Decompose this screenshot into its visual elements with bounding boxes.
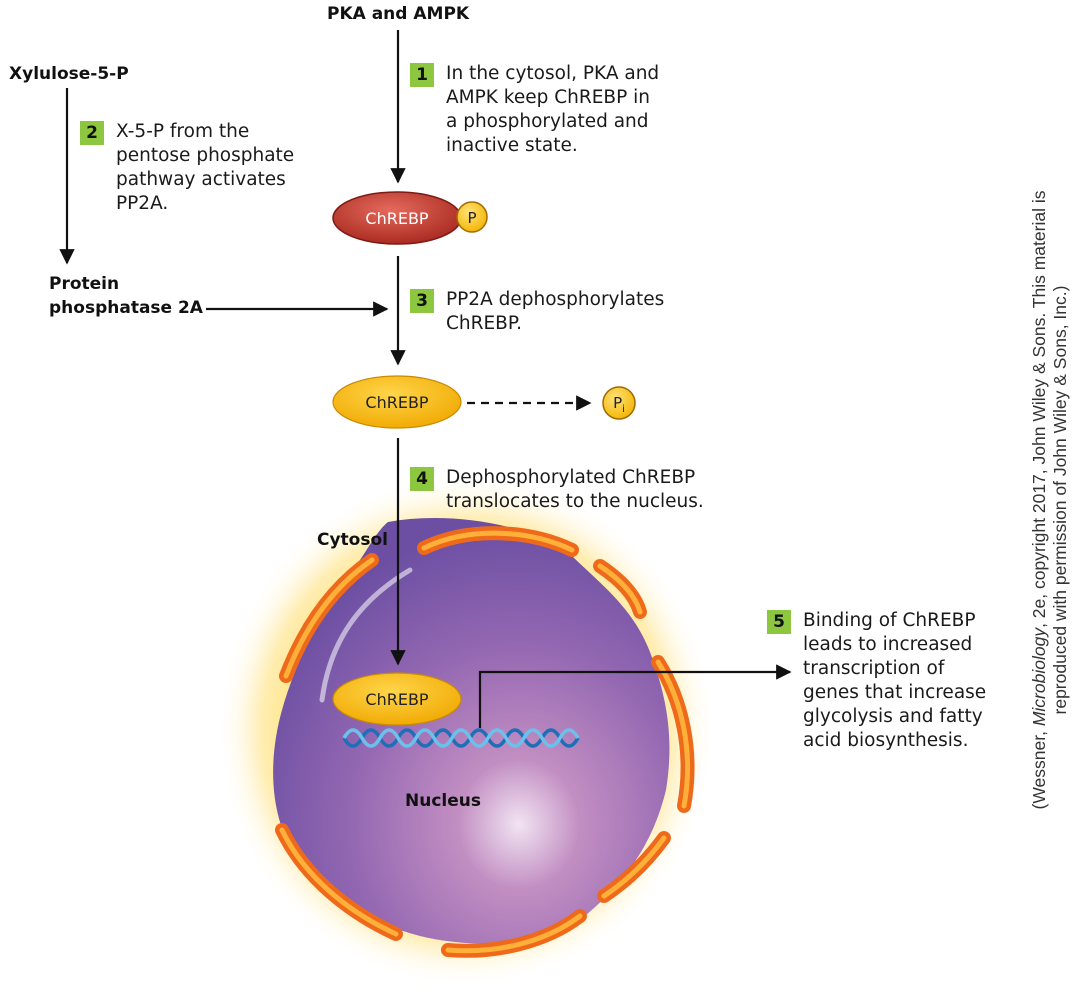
step-3: 3 PP2A dephosphorylates ChREBP. [410, 288, 730, 340]
phosphate-group [456, 201, 488, 233]
step-5-badge: 5 [767, 610, 791, 634]
step-4-text: Dephosphorylated ChREBP translocates to … [446, 467, 704, 512]
nuclear-envelope [275, 526, 695, 958]
credit-prefix: (Wessner, [1029, 726, 1049, 810]
step-2: 2 X-5-P from the pentose phosphate pathw… [80, 120, 350, 220]
step-4-badge: 4 [410, 467, 434, 491]
pp2a-label-line2: phosphatase 2A [49, 298, 203, 318]
step-3-text: PP2A dephosphorylates ChREBP. [446, 289, 665, 334]
step-5-text: Binding of ChREBP leads to increased tra… [803, 610, 987, 751]
step-2-badge: 2 [80, 121, 104, 145]
nucleus-body [273, 517, 670, 944]
step-5: 5 Binding of ChREBP leads to increased t… [767, 609, 1017, 759]
nucleus-label: Nucleus [405, 791, 481, 811]
chrebp-active-label: ChREBP [365, 393, 429, 412]
nucleus-highlight [319, 567, 413, 703]
pka-ampk-label: PKA and AMPK [327, 4, 470, 24]
step-2-text: X-5-P from the pentose phosphate pathway… [116, 121, 295, 214]
step-4: 4 Dephosphorylated ChREBP translocates t… [410, 466, 750, 518]
dna-helix [342, 728, 580, 748]
step-1-text: In the cytosol, PKA and AMPK keep ChREBP… [446, 63, 660, 156]
chrebp-nuclear [332, 672, 462, 726]
xylulose-label: Xylulose-5-P [9, 64, 129, 84]
credit-line: (Wessner, Microbiology, 2e, copyright 20… [1029, 120, 1075, 880]
inorganic-phosphate [602, 386, 636, 420]
pp2a-label-line1: Protein [49, 274, 120, 294]
inorganic-phosphate-label: Pi [613, 394, 625, 415]
arrow-transcription [478, 664, 792, 728]
step-1: 1 In the cytosol, PKA and AMPK keep ChRE… [410, 62, 710, 162]
credit-title: Microbiology [1029, 627, 1049, 727]
chrebp-nuclear-label: ChREBP [365, 690, 429, 709]
cytosol-label: Cytosol [317, 530, 388, 550]
step-1-badge: 1 [410, 63, 434, 87]
chrebp-active [332, 375, 462, 429]
step-3-badge: 3 [410, 289, 434, 313]
phosphate-label: P [467, 209, 476, 227]
chrebp-phosphorylated-label: ChREBP [365, 209, 429, 228]
